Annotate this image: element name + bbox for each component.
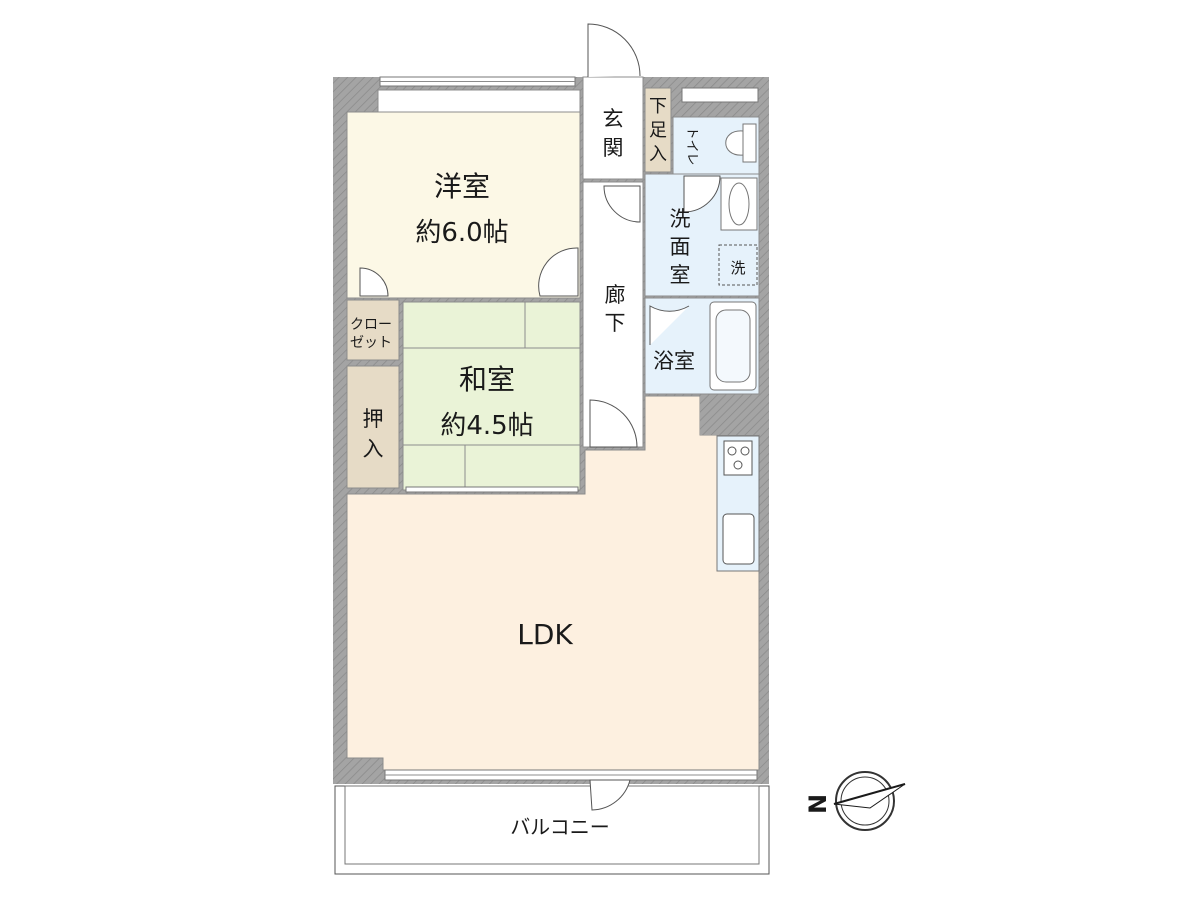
washer-space bbox=[718, 244, 758, 286]
balcony-inner bbox=[344, 785, 760, 865]
balcony-door bbox=[589, 779, 631, 811]
top-right-window bbox=[681, 87, 759, 103]
balcony-label: バルコニー bbox=[510, 815, 610, 839]
room-shoe-storage bbox=[644, 87, 672, 173]
western-room-alcove bbox=[377, 89, 581, 113]
hallway-door-bottom bbox=[589, 399, 638, 448]
hallway-door-top bbox=[603, 185, 641, 223]
hallway-label-1: 廊 bbox=[605, 283, 626, 307]
kitchen-sink bbox=[722, 513, 755, 565]
wash-basin bbox=[728, 182, 750, 226]
bath-label: 浴室 bbox=[653, 349, 695, 373]
shoe-label-1: 下 bbox=[649, 96, 667, 117]
hallway-label-2: 下 bbox=[605, 311, 626, 335]
washroom-label-3: 室 bbox=[670, 263, 691, 287]
washer-label: 洗 bbox=[730, 259, 745, 277]
burner-1 bbox=[727, 446, 737, 456]
shoe-label-3: 入 bbox=[649, 144, 667, 165]
room-western bbox=[346, 111, 581, 299]
stove bbox=[723, 440, 753, 476]
toilet-tank bbox=[742, 123, 757, 163]
washroom-label-2: 面 bbox=[670, 235, 691, 259]
hatch-block-ldk bbox=[700, 396, 759, 435]
western-room-area: 約6.0帖 bbox=[415, 218, 508, 248]
bath-door bbox=[649, 305, 690, 345]
burner-3 bbox=[733, 460, 743, 470]
toilet-bowl bbox=[725, 130, 744, 156]
oshiire-label-1: 押 bbox=[363, 407, 384, 431]
shoe-label-2: 足 bbox=[649, 120, 667, 141]
room-entrance bbox=[582, 76, 644, 180]
closet-label-1: クロー bbox=[350, 317, 392, 333]
compass-north-label: N bbox=[804, 794, 832, 814]
oshiire-label-2: 入 bbox=[363, 437, 384, 461]
room-closet bbox=[346, 299, 400, 361]
entrance-label-2: 関 bbox=[603, 136, 624, 160]
japanese-window bbox=[405, 486, 579, 493]
room-japanese bbox=[402, 301, 581, 491]
ldk-label: LDK bbox=[517, 618, 573, 651]
western-door-2 bbox=[538, 247, 579, 297]
washroom-door bbox=[683, 175, 721, 213]
western-door-1 bbox=[359, 267, 389, 297]
washroom-label-1: 洗 bbox=[670, 207, 691, 231]
japanese-room-area: 約4.5帖 bbox=[440, 411, 533, 441]
entrance-door bbox=[587, 23, 641, 77]
western-room-name: 洋室 bbox=[434, 170, 490, 203]
closet-label-2: ゼット bbox=[350, 335, 392, 351]
room-oshiire bbox=[346, 365, 400, 489]
bathtub-inner bbox=[715, 309, 751, 383]
compass-icon bbox=[833, 771, 906, 831]
japanese-room-name: 和室 bbox=[459, 363, 515, 396]
toilet-label: トイレ bbox=[684, 126, 699, 165]
burner-2 bbox=[740, 446, 750, 456]
entrance-label-1: 玄 bbox=[603, 107, 624, 131]
